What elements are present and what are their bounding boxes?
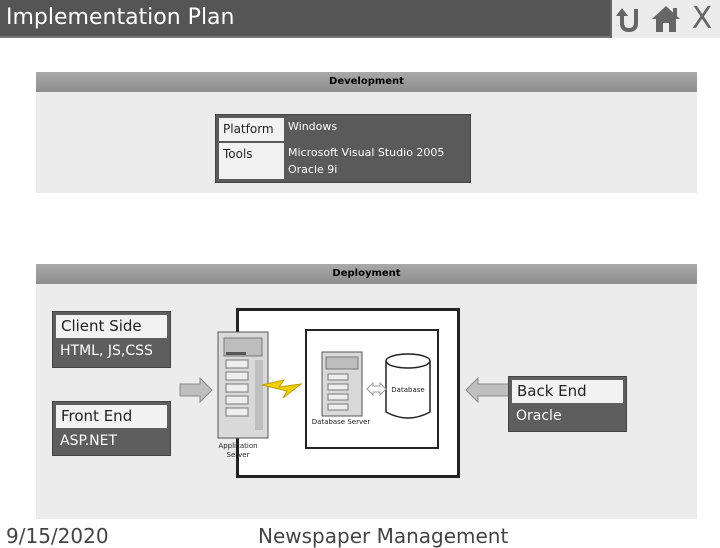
return-arrow-icon xyxy=(616,8,638,33)
tools-value-2: Oracle 9i xyxy=(288,163,338,176)
back-end-card: Back End Oracle xyxy=(508,376,627,432)
tools-value-1: Microsoft Visual Studio 2005 xyxy=(288,146,445,159)
title-bar: Implementation Plan X xyxy=(0,0,720,38)
tools-label: Tools xyxy=(219,143,284,179)
lightning-icon xyxy=(261,379,303,399)
client-side-value: HTML, JS,CSS xyxy=(60,343,153,359)
link-arrow-icon xyxy=(366,381,387,397)
platform-value: Windows xyxy=(288,120,338,133)
footer-title: Newspaper Management xyxy=(258,524,509,548)
platform-label: Platform xyxy=(219,118,284,141)
deployment-heading: Deployment xyxy=(36,264,697,284)
application-server-icon xyxy=(217,331,269,439)
front-end-card: Front End ASP.NET xyxy=(52,401,171,456)
back-end-value: Oracle xyxy=(516,408,562,424)
nav-controls: X xyxy=(612,0,720,38)
arrow-left-icon xyxy=(465,376,511,404)
database-server-label: Database Server xyxy=(311,418,371,426)
home-icon xyxy=(652,6,680,32)
client-side-card: Client Side HTML, JS,CSS xyxy=(52,311,171,368)
home-button[interactable] xyxy=(650,3,682,35)
front-end-value: ASP.NET xyxy=(60,433,118,449)
application-server-label: Application Server xyxy=(218,442,258,459)
close-button[interactable]: X xyxy=(691,1,713,36)
database-cylinder-icon xyxy=(385,353,431,419)
back-end-label: Back End xyxy=(512,380,623,403)
database-server-icon xyxy=(321,351,363,417)
client-side-label: Client Side xyxy=(56,315,167,338)
back-button[interactable] xyxy=(614,3,646,35)
title-bar-inner: Implementation Plan xyxy=(0,0,610,38)
arrow-right-icon xyxy=(179,376,213,404)
page-title: Implementation Plan xyxy=(6,5,235,30)
development-table: Platform Windows Tools Microsoft Visual … xyxy=(215,114,471,183)
front-end-label: Front End xyxy=(56,405,167,428)
database-label: Database xyxy=(391,386,425,394)
development-heading: Development xyxy=(36,72,697,92)
footer-date: 9/15/2020 xyxy=(6,524,109,548)
